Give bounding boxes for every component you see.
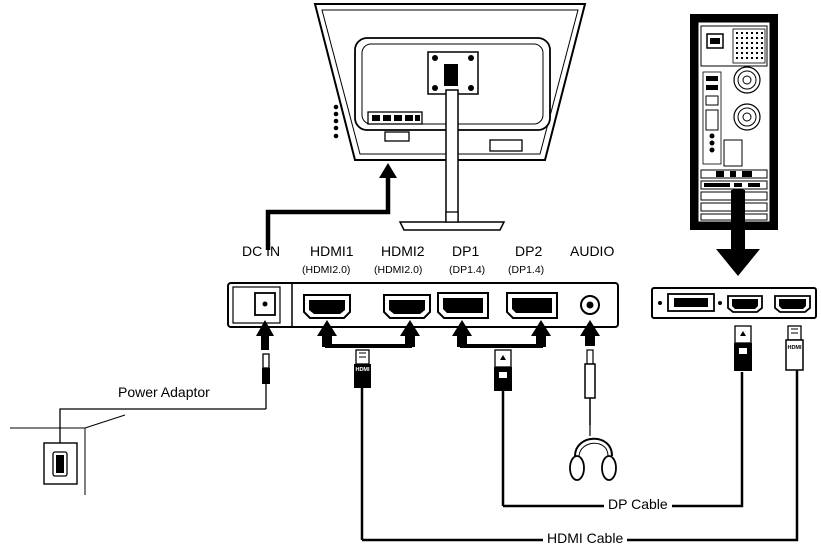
audio-label: AUDIO bbox=[570, 243, 615, 259]
port-brackets bbox=[325, 344, 543, 348]
hdmi2-label: HDMI2 bbox=[381, 243, 425, 259]
dp-plug-monitor bbox=[494, 349, 744, 508]
audio-jack bbox=[584, 349, 596, 425]
pc-tower bbox=[690, 14, 778, 230]
hdmi-plug-monitor bbox=[354, 349, 799, 542]
dp-cable-label: DP Cable bbox=[604, 496, 672, 512]
dp-plug-pc bbox=[734, 325, 752, 371]
pc-output-arrow bbox=[716, 189, 760, 276]
dp1-version-label: (DP1.4) bbox=[449, 264, 486, 276]
graphics-card-panel bbox=[651, 287, 817, 319]
hdmi-cable-label: HDMI Cable bbox=[543, 530, 628, 546]
hdmi2-version-label: (HDMI2.0) bbox=[374, 264, 423, 276]
power-adaptor-label: Power Adaptor bbox=[118, 384, 210, 400]
wall-outlet bbox=[10, 414, 126, 495]
hdmi-plug-pc-text: HDMI bbox=[787, 345, 802, 351]
headphones-icon bbox=[569, 425, 617, 481]
dc-in-label: DC IN bbox=[242, 243, 281, 259]
monitor-rear-view bbox=[313, 3, 587, 231]
hdmi1-version-label: (HDMI2.0) bbox=[302, 264, 351, 276]
hdmi1-label: HDMI1 bbox=[310, 243, 354, 259]
power-route-arrow bbox=[265, 163, 397, 250]
hdmi-plug-pc bbox=[785, 325, 804, 371]
monitor-port-panel bbox=[227, 282, 619, 328]
port-arrows bbox=[256, 320, 600, 350]
dp2-label: DP2 bbox=[515, 243, 543, 259]
dp2-version-label: (DP1.4) bbox=[508, 264, 545, 276]
dp1-label: DP1 bbox=[452, 243, 480, 259]
dc-plug bbox=[59, 353, 270, 452]
hdmi-plug-text: HDMI bbox=[355, 367, 370, 373]
